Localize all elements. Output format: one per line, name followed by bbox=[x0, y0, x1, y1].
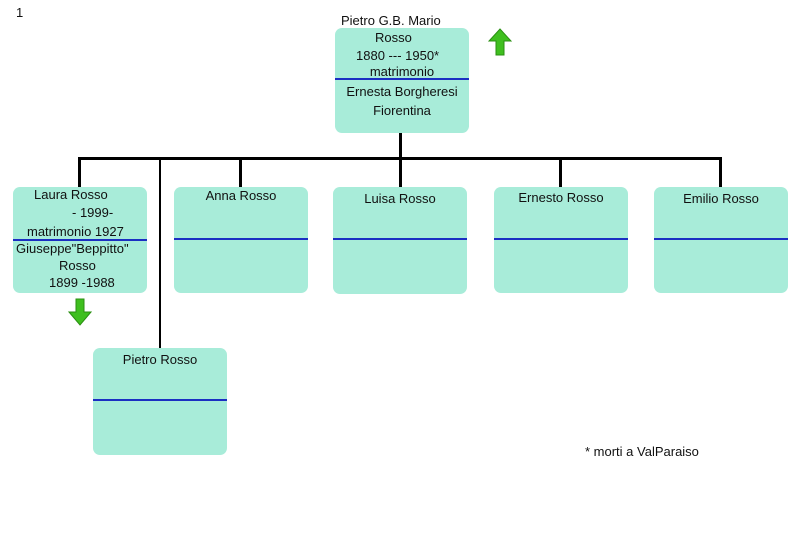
drop-line-luisa bbox=[399, 157, 402, 187]
down-arrow-icon[interactable] bbox=[68, 298, 92, 326]
root-stem-line bbox=[399, 132, 402, 159]
root-marriage-label: matrimonio bbox=[369, 64, 435, 79]
person-box-ernesto-rosso[interactable]: Ernesto Rosso bbox=[494, 187, 628, 293]
drop-line-emilio bbox=[719, 157, 722, 187]
spouse-name-line1: Giuseppe"Beppitto" bbox=[16, 241, 129, 256]
person-name: Luisa Rosso bbox=[364, 191, 436, 206]
person-box-pietro-rosso[interactable]: Pietro Rosso bbox=[93, 348, 227, 455]
marriage-divider bbox=[335, 78, 469, 80]
person-name: Ernesto Rosso bbox=[518, 190, 604, 205]
person-box-luisa-rosso[interactable]: Luisa Rosso bbox=[333, 187, 467, 294]
root-spouse-name-line2: Fiorentina bbox=[373, 103, 431, 118]
person-box-emilio-rosso[interactable]: Emilio Rosso bbox=[654, 187, 788, 293]
marriage-divider bbox=[333, 238, 467, 240]
root-name-line1: Pietro G.B. Mario bbox=[341, 13, 441, 28]
marriage-divider bbox=[494, 238, 628, 240]
drop-line-laura bbox=[78, 157, 81, 187]
person-box-root[interactable]: matrimonio Ernesta Borgheresi Fiorentina bbox=[335, 28, 469, 133]
footnote: * morti a ValParaiso bbox=[585, 444, 699, 459]
marriage-divider bbox=[174, 238, 308, 240]
root-name-line2: Rosso bbox=[375, 30, 412, 45]
spouse-name-line2: Rosso bbox=[59, 258, 96, 273]
drop-line-anna bbox=[239, 157, 242, 187]
spouse-dates: 1899 -1988 bbox=[49, 275, 115, 290]
person-box-anna-rosso[interactable]: Anna Rosso bbox=[174, 187, 308, 293]
marriage-label: matrimonio 1927 bbox=[27, 224, 124, 239]
drop-line-pietro bbox=[159, 157, 161, 349]
person-dates: - 1999- bbox=[72, 205, 114, 220]
person-name: Emilio Rosso bbox=[683, 191, 759, 206]
person-name: Anna Rosso bbox=[205, 188, 277, 203]
page-number: 1 bbox=[16, 5, 24, 20]
marriage-divider bbox=[654, 238, 788, 240]
root-spouse-name-line1: Ernesta Borgheresi bbox=[346, 84, 458, 99]
marriage-divider bbox=[13, 239, 147, 241]
person-name: Pietro Rosso bbox=[122, 352, 198, 367]
drop-line-ernesto bbox=[559, 157, 562, 187]
up-arrow-icon[interactable] bbox=[488, 28, 512, 56]
marriage-divider bbox=[93, 399, 227, 401]
root-dates: 1880 --- 1950* bbox=[356, 48, 440, 63]
person-box-laura-rosso[interactable]: Laura Rosso - 1999- matrimonio 1927 Gius… bbox=[13, 187, 147, 293]
person-name: Laura Rosso bbox=[34, 187, 108, 202]
